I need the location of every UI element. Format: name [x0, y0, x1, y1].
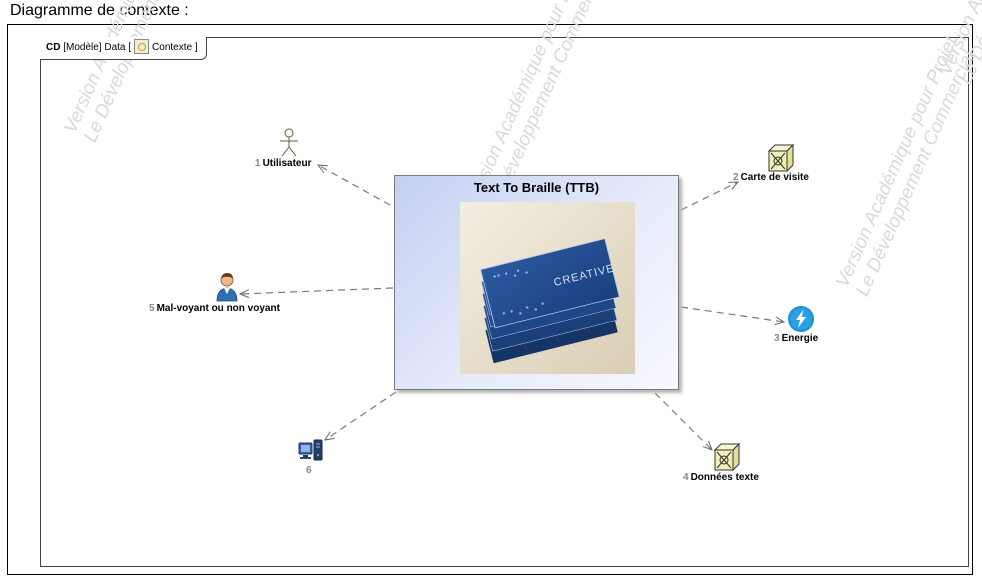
link-computer[interactable] [325, 391, 397, 440]
actor-computer-label: 6 [306, 465, 312, 476]
block-cube-icon[interactable] [765, 143, 795, 173]
stick-figure-icon[interactable] [277, 128, 301, 158]
frame-header-tab[interactable]: CD [Modèle] Data [ Contexte ] [40, 37, 207, 60]
block-cube-icon[interactable] [711, 442, 741, 472]
link-utilisateur[interactable] [318, 165, 391, 206]
computer-icon[interactable] [297, 439, 325, 463]
link-mal-voyant[interactable] [240, 287, 394, 294]
link-donnees-texte[interactable] [654, 392, 712, 450]
link-energie[interactable] [680, 306, 784, 322]
system-block[interactable]: Text To Braille (TTB) [394, 175, 679, 390]
system-title: Text To Braille (TTB) [473, 180, 600, 195]
frame-kind: CD [46, 42, 61, 53]
frame-name: Contexte [152, 42, 193, 53]
link-carte-de-visite[interactable] [680, 182, 738, 211]
energy-bolt-icon[interactable] [787, 305, 815, 333]
diagram-icon [134, 38, 150, 54]
braille-cards-photo: CREATIVE [460, 202, 635, 374]
person-icon[interactable] [216, 272, 238, 302]
frame-close: ] [194, 42, 198, 53]
diagram-frame [40, 37, 969, 567]
frame-model: [Modèle] Data [ [63, 42, 132, 53]
diagram-caption: Diagramme de contexte : [10, 2, 189, 19]
